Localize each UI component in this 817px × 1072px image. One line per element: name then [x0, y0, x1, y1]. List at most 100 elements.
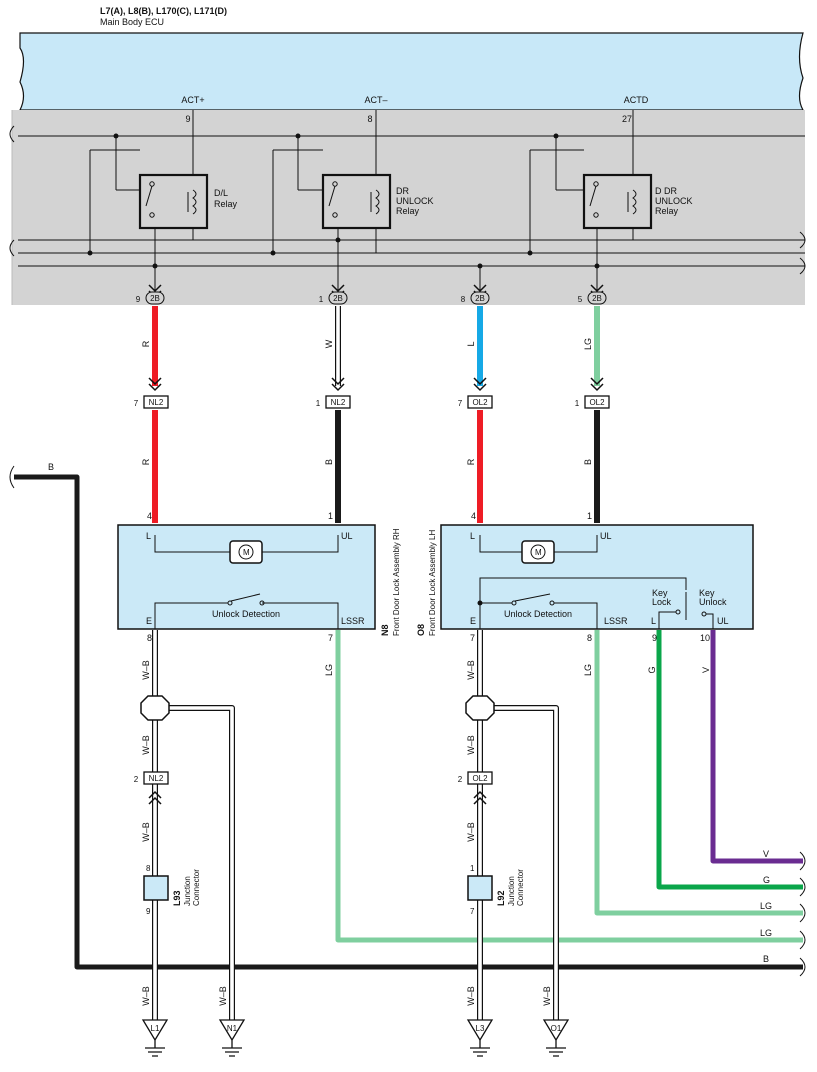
wb-code-9: W–B: [466, 986, 476, 1006]
relay1-label-2: Relay: [214, 199, 238, 209]
junction-connectors: [143, 875, 493, 901]
ground-wires-rh: [152, 630, 235, 1020]
exit-label-2: G: [763, 875, 770, 885]
key-wire-code-g: G: [647, 666, 657, 673]
lower-wires: [152, 410, 600, 523]
wb-code-1: W–B: [141, 660, 151, 680]
wb-code-5: W–B: [218, 986, 228, 1006]
ecu-conn-1: 2B: [150, 294, 160, 303]
rh-pin-l: 4: [147, 511, 152, 521]
l92-code: L92: [496, 890, 506, 906]
lh-term-e: E: [470, 616, 476, 626]
mid-conn-4: OL2: [589, 398, 605, 407]
l93-name-1: Junction: [183, 876, 192, 906]
relay1-label-1: D/L: [214, 188, 228, 198]
lh-detect: Unlock Detection: [504, 609, 572, 619]
splice-points: [140, 695, 495, 721]
wb-code-8: W–B: [466, 822, 476, 842]
ecu-conn-pin-1: 9: [136, 295, 141, 304]
rh-name: Front Door Lock Assembly RH: [392, 528, 401, 636]
lower-right-wires: [335, 630, 803, 943]
key-wire-code-v: V: [701, 667, 711, 673]
door-lock-rh: [117, 524, 376, 630]
wire-code-6: B: [324, 459, 334, 465]
lh-pin-lssr: 8: [587, 633, 592, 643]
wb-code-7: W–B: [466, 735, 476, 755]
rh-detect: Unlock Detection: [212, 609, 280, 619]
lower-connectors: NL2 2 OL2 2: [134, 771, 493, 785]
ecu-conn-pin-4: 5: [578, 295, 583, 304]
lower-conn-pin-2: 2: [458, 775, 463, 784]
mid-conn-3: OL2: [472, 398, 488, 407]
ecu-pin-num-actd: 27: [622, 114, 632, 124]
lh-term-kul: UL: [717, 616, 729, 626]
ecu-conn-3: 2B: [475, 294, 485, 303]
lower-conn-pin-1: 2: [134, 775, 139, 784]
ecu-connectors: 2B 9 2B 1 2B 8 2B 5: [136, 291, 607, 305]
mid-conn-1: NL2: [149, 398, 164, 407]
relay-dl: [138, 173, 209, 230]
rh-pin-e: 8: [147, 633, 152, 643]
ground-n1: N1: [227, 1024, 238, 1033]
lh-term-kl: L: [651, 616, 656, 626]
lower-conn-1: NL2: [149, 774, 164, 783]
l93-pin-top: 8: [146, 864, 151, 873]
wire-code-4: LG: [583, 338, 593, 350]
ecu-conn-2: 2B: [333, 294, 343, 303]
exit-label-3: LG: [760, 901, 772, 911]
lh-name: Front Door Lock Assembly LH: [428, 530, 437, 636]
mid-conn-pin-2: 1: [316, 399, 321, 408]
l93-pin-bot: 9: [146, 907, 151, 916]
main-body-ecu: [19, 32, 805, 111]
relay3-label-1: D DR: [655, 186, 677, 196]
wb-code-2: W–B: [141, 735, 151, 755]
wb-code-10: W–B: [542, 986, 552, 1006]
lh-term-ul: UL: [600, 531, 612, 541]
wire-code-2: W: [324, 339, 334, 348]
lh-pin-kul: 10: [700, 633, 710, 643]
rh-term-ul: UL: [341, 531, 353, 541]
lh-pin-kl: 9: [652, 633, 657, 643]
rh-motor: M: [243, 548, 250, 557]
wire-code-3: L: [466, 341, 476, 346]
relay-dr-unlock: [321, 173, 392, 230]
wire-code-7: R: [466, 458, 476, 465]
lower-conn-2: OL2: [472, 774, 488, 783]
rh-pin-ul: 1: [328, 511, 333, 521]
ecu-pin-name-act-plus: ACT+: [181, 95, 204, 105]
mid-connectors: NL2 7 NL2 1 OL2 7 OL2 1: [134, 395, 610, 409]
left-bus-code: B: [48, 462, 54, 472]
ecu-pin-name-actd: ACTD: [624, 95, 649, 105]
relay3-label-2: UNLOCK: [655, 196, 693, 206]
mid-conn-pin-1: 7: [134, 399, 139, 408]
exit-label-1: V: [763, 849, 769, 859]
ground-l1: L1: [151, 1024, 160, 1033]
relay2-label-2: UNLOCK: [396, 196, 434, 206]
lh-key-lock-1: Key: [652, 588, 668, 598]
rh-term-e: E: [146, 616, 152, 626]
ground-l3: L3: [476, 1024, 485, 1033]
wire-code-8: B: [583, 459, 593, 465]
ecu-conn-pin-2: 1: [319, 295, 324, 304]
relay-junction-dots: [87, 133, 600, 269]
l92-name-2: Connector: [516, 869, 525, 906]
wb-code-6: W–B: [466, 660, 476, 680]
mid-conn-2: NL2: [331, 398, 346, 407]
upper-wires: [152, 306, 600, 386]
lh-pin-ul: 1: [587, 511, 592, 521]
lh-term-lssr: LSSR: [604, 616, 628, 626]
ecu-pin-num-act-minus: 8: [367, 114, 372, 124]
rh-pin-lssr: 7: [328, 633, 333, 643]
l92-name-1: Junction: [507, 876, 516, 906]
ecu-name: Main Body ECU: [100, 17, 165, 27]
rh-code: N8: [380, 624, 390, 636]
mid-conn-pin-3: 7: [458, 399, 463, 408]
ecu-conn-4: 2B: [592, 294, 602, 303]
exit-label-4: LG: [760, 928, 772, 938]
lh-key-unlock-2: Unlock: [699, 597, 727, 607]
lh-code: O8: [416, 624, 426, 636]
ecu-pin-name-act-minus: ACT–: [364, 95, 387, 105]
lh-pin-l: 4: [471, 511, 476, 521]
ecu-pin-num-act-plus: 9: [185, 114, 190, 124]
